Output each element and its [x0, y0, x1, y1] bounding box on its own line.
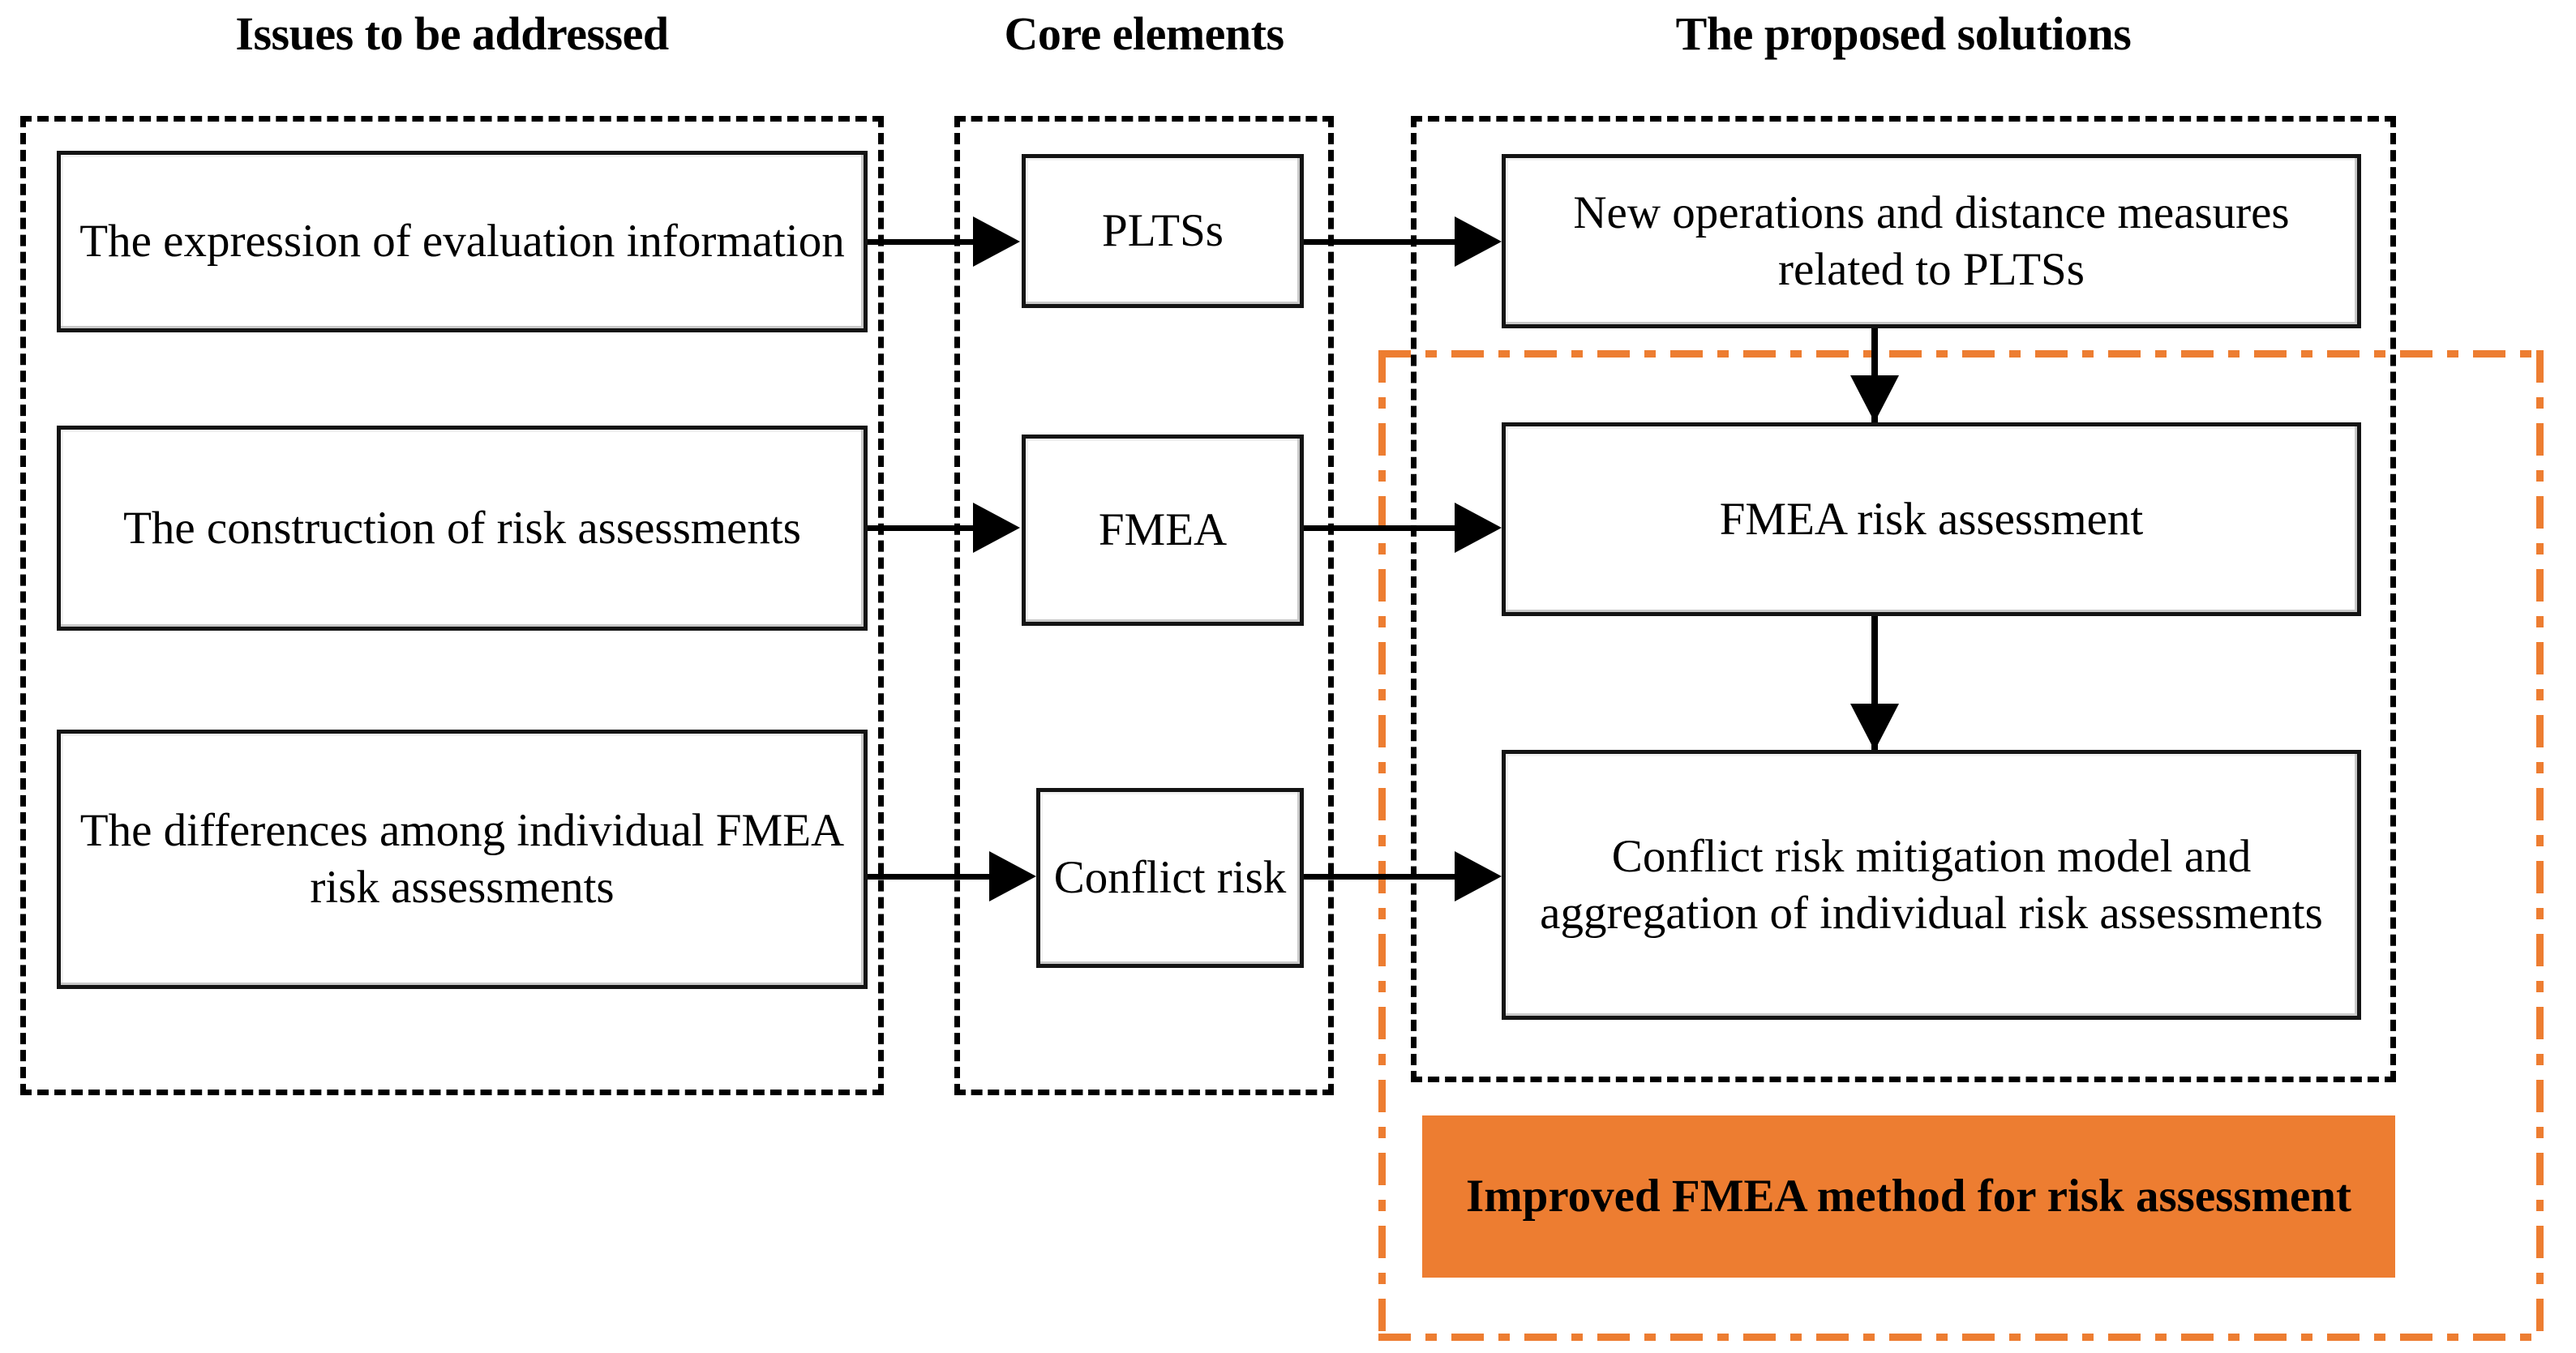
group-container-core-elements	[954, 116, 1334, 1095]
box-label: Conflict risk mitigation model and aggre…	[1540, 830, 2323, 939]
connector-construction-to-fmea-line	[866, 525, 975, 531]
connector-expression-to-plts-arrowhead	[973, 216, 1020, 267]
group-container-improved-fmea-method	[1378, 350, 2544, 1341]
group-container-issues	[20, 116, 884, 1095]
column-heading-proposed-solutions: The proposed solutions	[1675, 7, 2132, 60]
box-plts[interactable]: PLTSs	[1022, 154, 1304, 308]
highlight-border-right	[2536, 350, 2544, 1341]
box-label: Improved FMEA method for risk assessment	[1466, 1170, 2351, 1222]
connector-fmea-to-fmearisk-arrowhead	[1455, 503, 1502, 553]
box-label: FMEA risk assessment	[1719, 493, 2144, 545]
column-heading-core-elements: Core elements	[1004, 7, 1284, 60]
box-construction-of-risk-assessments[interactable]: The construction of risk assessments	[57, 426, 868, 631]
column-heading-issues: Issues to be addressed	[235, 7, 669, 60]
connector-conflict-to-mitigation-arrowhead	[1455, 851, 1502, 901]
connector-conflict-to-mitigation-line	[1302, 874, 1456, 880]
connector-plts-to-newops-arrowhead	[1455, 216, 1502, 267]
connector-fmearisk-to-mitigation-line	[1871, 614, 1878, 752]
box-fmea[interactable]: FMEA	[1022, 435, 1304, 626]
box-conflict-risk[interactable]: Conflict risk	[1036, 788, 1304, 968]
highlight-border-top	[1378, 350, 2544, 358]
box-fmea-risk-assessment[interactable]: FMEA risk assessment	[1502, 422, 2361, 616]
box-conflict-risk-mitigation-model[interactable]: Conflict risk mitigation model and aggre…	[1502, 750, 2361, 1020]
box-label: The construction of risk assessments	[123, 502, 801, 554]
box-label: The expression of evaluation information	[79, 216, 845, 268]
connector-differences-to-conflict-arrowhead	[989, 851, 1036, 901]
connector-construction-to-fmea-arrowhead	[973, 503, 1020, 553]
connector-newops-to-fmearisk-arrowhead	[1850, 375, 1899, 422]
connector-plts-to-newops-line	[1302, 239, 1456, 245]
connector-differences-to-conflict-line	[866, 874, 992, 880]
box-label: PLTSs	[1102, 205, 1224, 257]
connector-expression-to-plts-line	[866, 239, 975, 245]
box-improved-fmea-method-for-risk-assessment[interactable]: Improved FMEA method for risk assessment	[1422, 1115, 2395, 1278]
connector-fmearisk-to-mitigation-arrowhead	[1850, 704, 1899, 751]
box-differences-among-individual-fmea-risk-assessments[interactable]: The differences among individual FMEA ri…	[57, 730, 868, 989]
highlight-border-left	[1378, 350, 1386, 1341]
box-label: Conflict risk	[1053, 852, 1287, 904]
box-label: FMEA	[1098, 504, 1228, 556]
box-label: New operations and distance measures rel…	[1573, 186, 2290, 295]
group-container-proposed-solutions	[1411, 116, 2396, 1082]
box-label: The differences among individual FMEA ri…	[79, 805, 845, 913]
highlight-border-bottom	[1378, 1334, 2544, 1341]
connector-fmea-to-fmearisk-line	[1302, 525, 1456, 531]
box-new-operations-and-distance-measures[interactable]: New operations and distance measures rel…	[1502, 154, 2361, 328]
box-expression-of-evaluation-information[interactable]: The expression of evaluation information	[57, 151, 868, 332]
